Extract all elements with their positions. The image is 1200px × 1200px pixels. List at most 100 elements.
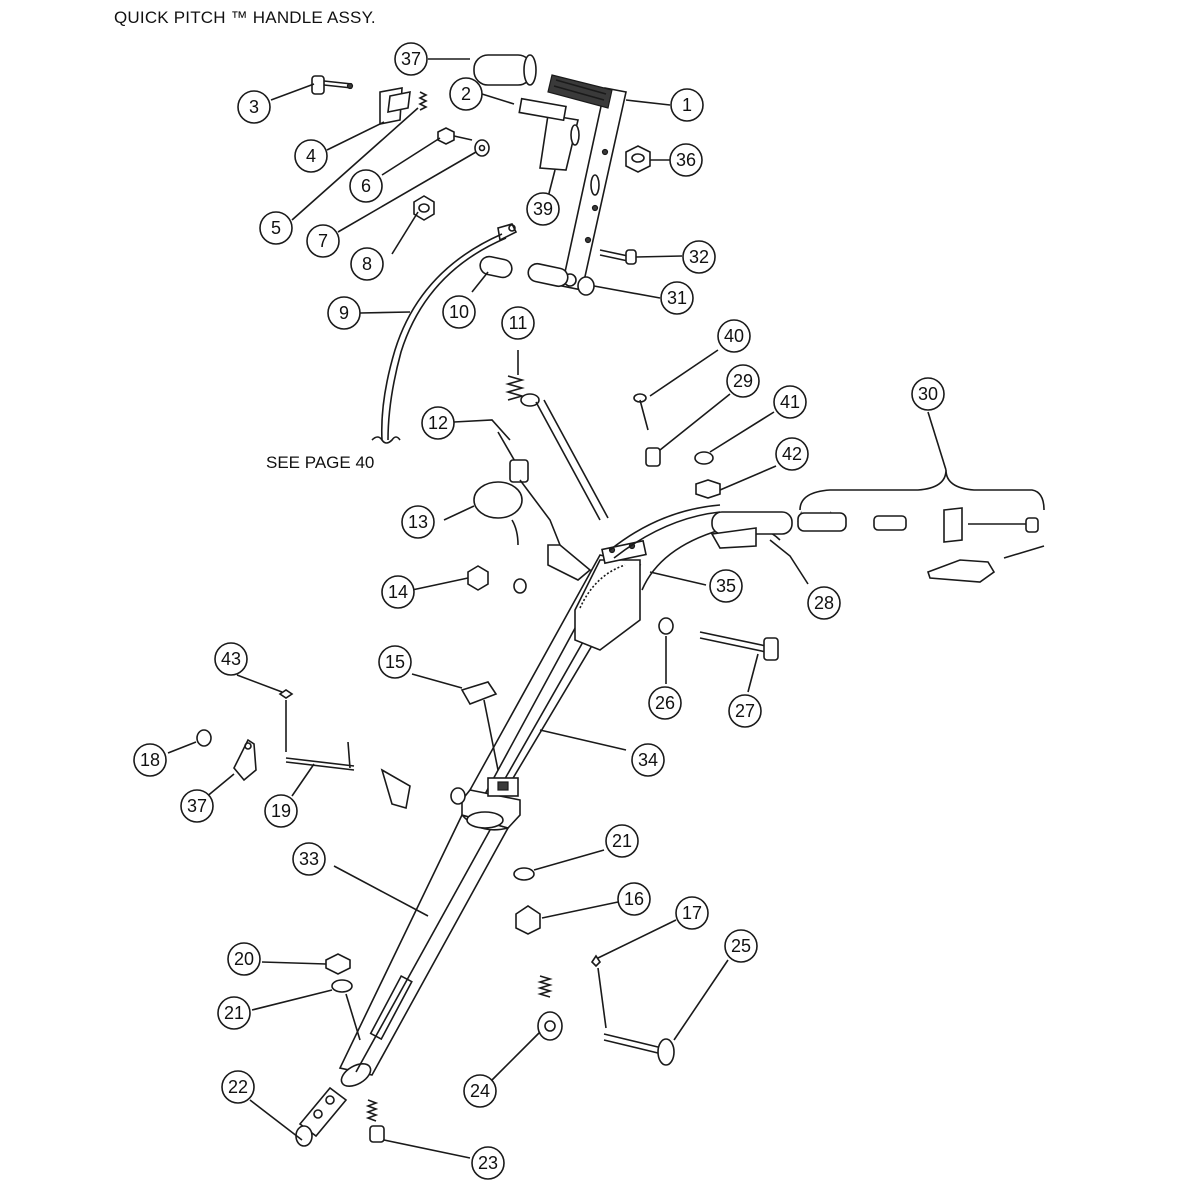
svg-text:42: 42: [782, 444, 802, 464]
washer-26: [658, 617, 674, 635]
spring-5: [418, 91, 428, 111]
callout-6: 6: [349, 169, 383, 203]
bushing-29: [645, 447, 661, 467]
callout-34: 34: [631, 743, 665, 777]
svg-text:4: 4: [306, 146, 316, 166]
rod-19: [285, 741, 411, 810]
callout-33: 33: [292, 842, 326, 876]
svg-text:15: 15: [385, 652, 405, 672]
cotter-pin-43: [278, 689, 294, 752]
callout-5: 5: [259, 211, 293, 245]
svg-text:35: 35: [716, 576, 736, 596]
svg-text:11: 11: [509, 313, 528, 333]
washer-7: [474, 139, 490, 157]
pin-25: [603, 1033, 675, 1066]
diagram-title: QUICK PITCH ™ HANDLE ASSY.: [114, 8, 376, 27]
spring-30: [797, 469, 1045, 583]
svg-text:13: 13: [408, 512, 428, 532]
bracket-4: [379, 87, 411, 125]
svg-text:27: 27: [735, 701, 755, 721]
cable-end-9: [371, 223, 518, 444]
callout-25: 25: [724, 929, 758, 963]
leader-lines: [167, 58, 947, 1159]
svg-text:17: 17: [682, 903, 702, 923]
washer-21b: [331, 979, 361, 1041]
callout-37-left: 37: [180, 789, 214, 823]
callout-29: 29: [726, 364, 760, 398]
callout-2: 2: [449, 77, 483, 111]
callout-10: 10: [442, 295, 476, 329]
svg-text:36: 36: [676, 150, 696, 170]
callout-32: 32: [682, 240, 716, 274]
svg-text:32: 32: [689, 247, 709, 267]
callout-30: 30: [911, 377, 945, 411]
svg-text:31: 31: [667, 288, 687, 308]
callout-35: 35: [709, 569, 743, 603]
callout-24: 24: [463, 1074, 497, 1108]
cable-sleeve-28: [710, 511, 793, 549]
callout-18: 18: [133, 743, 167, 777]
washer-41: [694, 451, 714, 465]
svg-text:24: 24: [470, 1081, 490, 1101]
callout-23: 23: [471, 1146, 505, 1180]
callout-22: 22: [221, 1070, 255, 1104]
callout-39: 39: [526, 192, 560, 226]
svg-text:29: 29: [733, 371, 753, 391]
svg-text:22: 22: [228, 1077, 248, 1097]
callout-42: 42: [775, 437, 809, 471]
svg-text:30: 30: [918, 384, 938, 404]
callout-19: 19: [264, 794, 298, 828]
svg-text:2: 2: [461, 84, 471, 104]
nut-42: [695, 479, 721, 499]
bracket-37: [233, 738, 257, 782]
washer-18: [196, 729, 212, 747]
svg-text:26: 26: [655, 693, 675, 713]
svg-text:9: 9: [339, 303, 349, 323]
svg-text:21: 21: [224, 1003, 244, 1023]
see-page-note: SEE PAGE 40: [266, 453, 374, 472]
washer-14: [513, 578, 527, 594]
svg-text:37: 37: [401, 49, 421, 69]
nut-36: [625, 145, 651, 173]
svg-text:10: 10: [449, 302, 469, 322]
bolt-27: [699, 631, 779, 661]
callout-21-lower: 21: [217, 996, 251, 1030]
spacer-10: [479, 255, 569, 288]
lever-grip: [547, 74, 613, 109]
svg-text:7: 7: [318, 231, 328, 251]
callout-21-upper: 21: [605, 824, 639, 858]
callout-31: 31: [660, 281, 694, 315]
callout-12: 12: [421, 406, 455, 440]
callout-1: 1: [670, 88, 704, 122]
svg-text:16: 16: [624, 889, 644, 909]
washer-21a: [513, 867, 535, 881]
bolt-32: [599, 249, 637, 265]
svg-text:12: 12: [428, 413, 448, 433]
nut-14: [467, 565, 489, 591]
callout-9: 9: [327, 296, 361, 330]
svg-text:3: 3: [249, 97, 259, 117]
lower-bracket: [461, 777, 521, 831]
clevis-22: [295, 1086, 348, 1147]
rod-12: [497, 431, 561, 546]
svg-text:37: 37: [187, 796, 207, 816]
bolt-3: [311, 75, 354, 95]
svg-text:25: 25: [731, 936, 751, 956]
callout-37-top: 37: [394, 42, 428, 76]
knob-15: [460, 681, 499, 771]
callout-7: 7: [306, 224, 340, 258]
handle-tube-lower: [338, 814, 510, 1087]
callout-36: 36: [669, 143, 703, 177]
callout-13: 13: [401, 505, 435, 539]
svg-text:33: 33: [299, 849, 319, 869]
callout-28: 28: [807, 586, 841, 620]
callout-3: 3: [237, 90, 271, 124]
callout-41: 41: [773, 385, 807, 419]
callout-40: 40: [717, 319, 751, 353]
svg-text:19: 19: [271, 801, 291, 821]
callout-20: 20: [227, 942, 261, 976]
washer-31: [577, 276, 595, 296]
nut-8: [413, 195, 435, 221]
